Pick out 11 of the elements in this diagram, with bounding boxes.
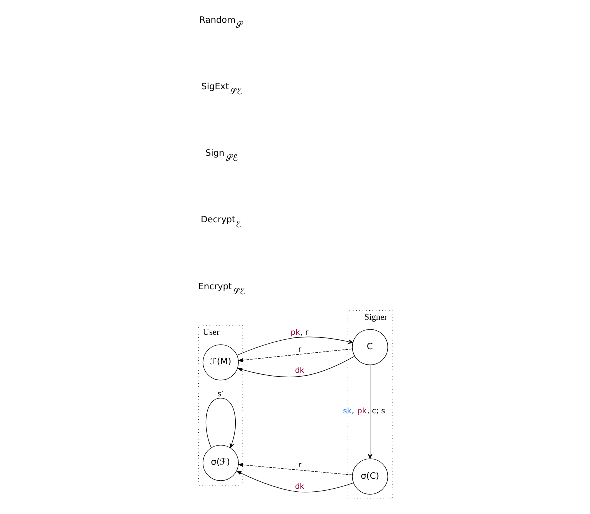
arrow xyxy=(236,470,354,492)
arrow xyxy=(237,348,352,362)
arrow xyxy=(236,336,353,356)
node-circle: σ(C) xyxy=(352,458,388,494)
node-circle: ℱ(M) xyxy=(202,344,238,380)
arrow xyxy=(368,364,372,459)
arrow xyxy=(206,398,236,448)
node-circle: σ(ℱ) xyxy=(202,444,238,481)
arrow xyxy=(237,462,352,475)
node-circle: C xyxy=(352,328,388,365)
arrow xyxy=(236,356,355,377)
